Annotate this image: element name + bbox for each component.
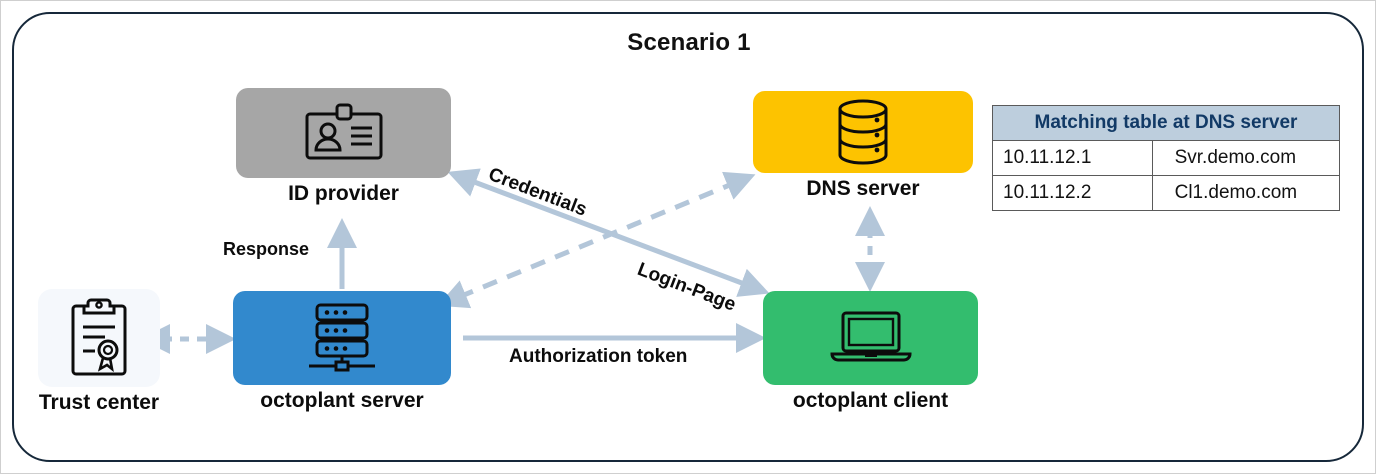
node-id-provider-box[interactable] — [236, 88, 451, 178]
diagram-frame — [12, 12, 1364, 462]
certificate-clipboard-icon — [71, 298, 127, 376]
database-icon — [838, 99, 888, 165]
node-dns-server-label: DNS server — [806, 177, 920, 200]
edge-label-login-page: Login-Page — [634, 259, 739, 316]
matching-table: Matching table at DNS server 10.11.12.1 … — [992, 105, 1341, 211]
node-dns-server[interactable]: DNS server — [753, 91, 973, 201]
node-octoplant-client-box[interactable] — [763, 291, 978, 385]
table-header-title: Matching table at DNS server — [992, 105, 1340, 141]
node-octoplant-client-label: octoplant client — [792, 389, 949, 412]
edge-label-authorization-token: Authorization token — [509, 346, 688, 367]
node-octoplant-server-label: octoplant server — [260, 389, 424, 412]
table-cell-ip: 10.11.12.1 — [992, 140, 1153, 176]
table-cell-host: Cl1.demo.com — [1151, 175, 1341, 211]
node-octoplant-client[interactable]: octoplant client — [763, 291, 978, 413]
node-octoplant-server[interactable]: octoplant server — [233, 291, 451, 413]
table-cell-ip: 10.11.12.2 — [992, 175, 1153, 211]
table-cell-host: Svr.demo.com — [1151, 140, 1341, 176]
node-octoplant-server-box[interactable] — [233, 291, 451, 385]
id-card-icon — [305, 103, 382, 160]
edge-login-page — [437, 171, 756, 309]
node-dns-server-box[interactable] — [753, 91, 973, 173]
laptop-icon — [829, 311, 912, 362]
edge-credentials — [447, 168, 770, 297]
node-id-provider-label: ID provider — [288, 182, 399, 205]
table-row: 10.11.12.2 Cl1.demo.com — [992, 175, 1341, 211]
node-trust-center-label: Trust center — [38, 391, 160, 414]
table-row: 10.11.12.1 Svr.demo.com — [992, 140, 1341, 176]
page-title: Scenario 1 — [627, 29, 751, 56]
edge-label-response: Response — [223, 239, 310, 259]
table-header-row: Matching table at DNS server — [992, 105, 1340, 141]
node-trust-center-box[interactable] — [38, 289, 160, 387]
rack-server-icon — [309, 303, 375, 372]
edge-label-credentials: Credentials — [485, 164, 590, 221]
node-id-provider[interactable]: ID provider — [236, 88, 451, 206]
node-trust-center[interactable]: Trust center — [38, 289, 160, 415]
